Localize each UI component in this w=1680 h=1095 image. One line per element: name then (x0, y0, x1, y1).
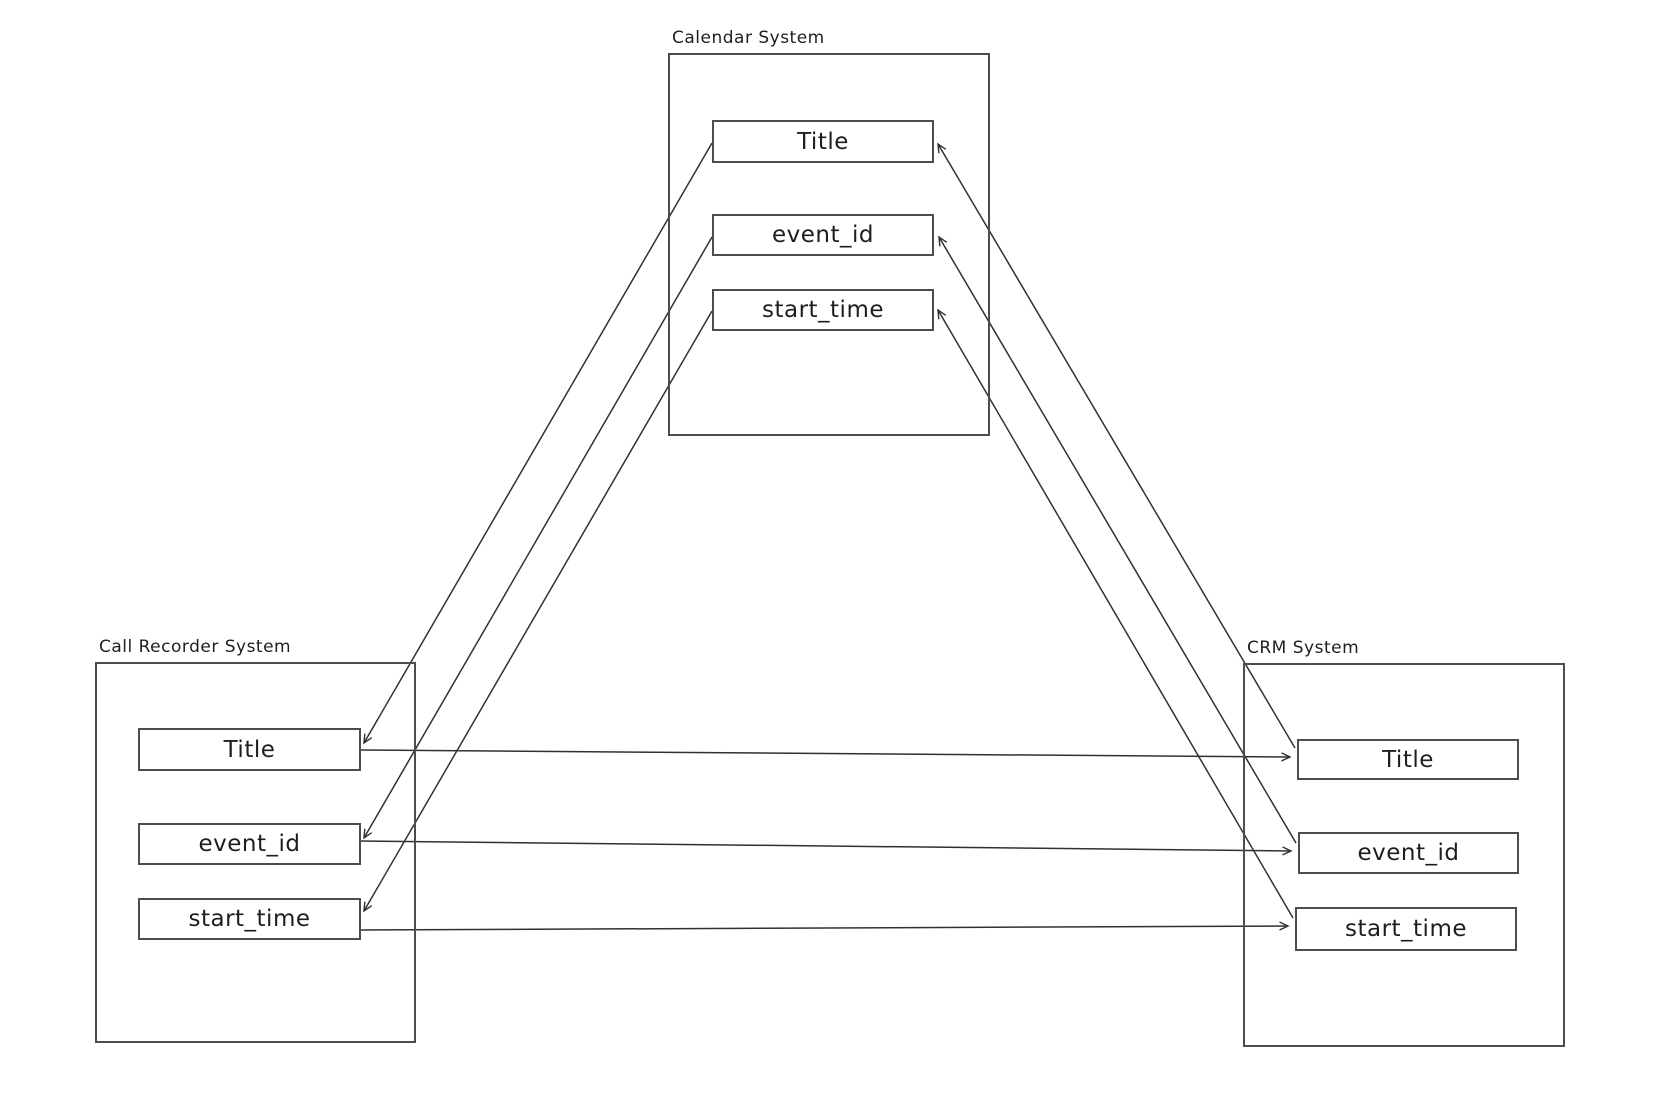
field-calendar-start-time: start_time (712, 289, 934, 331)
system-label-calendar: Calendar System (672, 28, 825, 48)
connector-calendar-title-to-call-recorder-title (364, 142, 713, 743)
field-call-recorder-start-time: start_time (138, 898, 361, 940)
connector-crm-title-to-calendar-title (938, 144, 1296, 749)
connector-calendar-start-time-to-call-recorder-start-time (364, 310, 713, 911)
connector-call-recorder-title-to-crm-title (360, 749, 1290, 757)
system-box-calendar: Calendar System Title event_id start_tim… (668, 28, 990, 436)
connector-calendar-event-id-to-call-recorder-event-id (364, 236, 713, 838)
connector-call-recorder-event-id-to-crm-event-id (360, 840, 1291, 851)
system-label-call-recorder: Call Recorder System (99, 637, 292, 657)
field-crm-title: Title (1297, 739, 1519, 780)
system-box-call-recorder: Call Recorder System Title event_id star… (95, 637, 416, 1043)
connector-crm-start-time-to-calendar-start-time (938, 310, 1294, 919)
field-crm-event-id: event_id (1298, 832, 1519, 874)
field-call-recorder-event-id: event_id (138, 823, 361, 865)
field-crm-start-time: start_time (1295, 907, 1517, 951)
connector-call-recorder-start-time-to-crm-start-time (359, 926, 1288, 931)
field-call-recorder-title: Title (138, 728, 361, 771)
system-box-crm: CRM System Title event_id start_time (1243, 638, 1565, 1047)
field-calendar-title: Title (712, 120, 934, 163)
system-label-crm: CRM System (1247, 638, 1360, 658)
field-calendar-event-id: event_id (712, 214, 934, 256)
